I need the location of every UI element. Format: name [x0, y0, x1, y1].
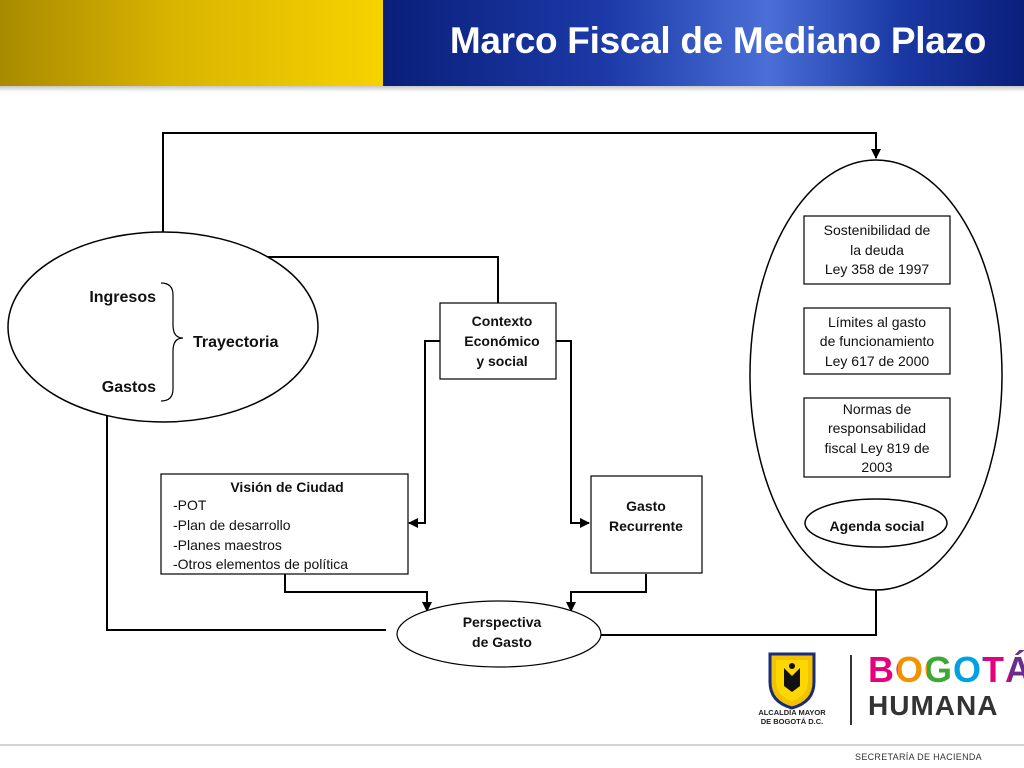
gastos-label: Gastos	[102, 379, 156, 396]
header-blue-band	[383, 0, 1024, 86]
sostenibilidad-line: la deuda	[850, 242, 904, 258]
bogota-logo-text: BOGOTÁ	[868, 652, 1024, 688]
gasto-line-1: Gasto	[626, 498, 666, 514]
normas-line: responsabilidad	[828, 420, 926, 436]
limites-line: de funcionamiento	[820, 333, 935, 349]
sostenibilidad-line: Ley 358 de 1997	[825, 261, 930, 277]
sostenibilidad-box	[803, 215, 951, 285]
normas-line: 2003	[861, 459, 892, 475]
contexto-box	[439, 302, 557, 380]
contexto-line-3: y social	[476, 353, 527, 369]
connector-ingresos-to-right	[162, 132, 881, 233]
sostenibilidad-line: Sostenibilidad de	[824, 222, 931, 238]
vision-item: -Otros elementos de política	[173, 556, 348, 572]
vision-title: Visión de Ciudad	[230, 479, 343, 495]
slide-title: Marco Fiscal de Mediano Plazo	[449, 20, 986, 61]
curly-brace-icon	[160, 282, 184, 402]
footer-divider	[0, 744, 1024, 746]
normas-box	[803, 397, 951, 478]
connector-contexto-to-vision	[408, 340, 440, 528]
limites-gasto-box	[803, 307, 951, 375]
vision-item: -Planes maestros	[173, 537, 282, 553]
footer-secretaria: SECRETARÍA DE HACIENDA	[855, 752, 982, 762]
alcaldia-logo-text: ALCALDÍA MAYOR DE BOGOTÁ D.C.	[742, 708, 842, 726]
trayectoria-label: Trayectoria	[193, 334, 278, 351]
gasto-recurrente-box	[590, 475, 703, 574]
vision-item: -POT	[173, 497, 207, 513]
limites-line: Ley 617 de 2000	[825, 353, 930, 369]
connector-perspectiva-to-gastos	[102, 386, 386, 631]
humana-logo-text: HUMANA	[868, 690, 999, 721]
limites-line: Límites al gasto	[828, 314, 926, 330]
connector-vision-to-perspectiva	[284, 574, 432, 612]
normas-line: fiscal Ley 819 de	[824, 440, 929, 456]
perspectiva-line-2: de Gasto	[472, 634, 532, 650]
agenda-social-label: Agenda social	[830, 518, 925, 534]
alcaldia-line-2: DE BOGOTÁ D.C.	[760, 717, 824, 726]
ingresos-label: Ingresos	[89, 289, 156, 306]
gasto-line-2: Recurrente	[609, 518, 683, 534]
vision-item: -Plan de desarrollo	[173, 517, 291, 533]
agenda-social-ellipse	[804, 498, 948, 548]
contexto-line-1: Contexto	[472, 313, 533, 329]
bogota-wordmark: BOGOTÁ	[868, 649, 1024, 690]
perspectiva-line-1: Perspectiva	[463, 614, 542, 630]
alcaldia-line-1: ALCALDÍA MAYOR	[758, 708, 826, 717]
connector-gasto-to-perspectiva	[566, 574, 647, 612]
ingresos-gastos-ellipse	[7, 231, 319, 423]
perspectiva-de-gasto-ellipse	[396, 600, 602, 668]
normas-line: Normas de	[843, 401, 912, 417]
contexto-line-2: Económico	[464, 333, 539, 349]
slide-header: Marco Fiscal de Mediano Plazo	[0, 0, 1024, 86]
logo-divider	[850, 655, 852, 725]
vision-de-ciudad-box	[160, 473, 409, 575]
connector-contexto-to-gasto	[556, 340, 590, 528]
header-shadow	[0, 86, 1024, 92]
header-gold-band	[0, 0, 383, 86]
alcaldia-shield-icon	[768, 652, 816, 710]
